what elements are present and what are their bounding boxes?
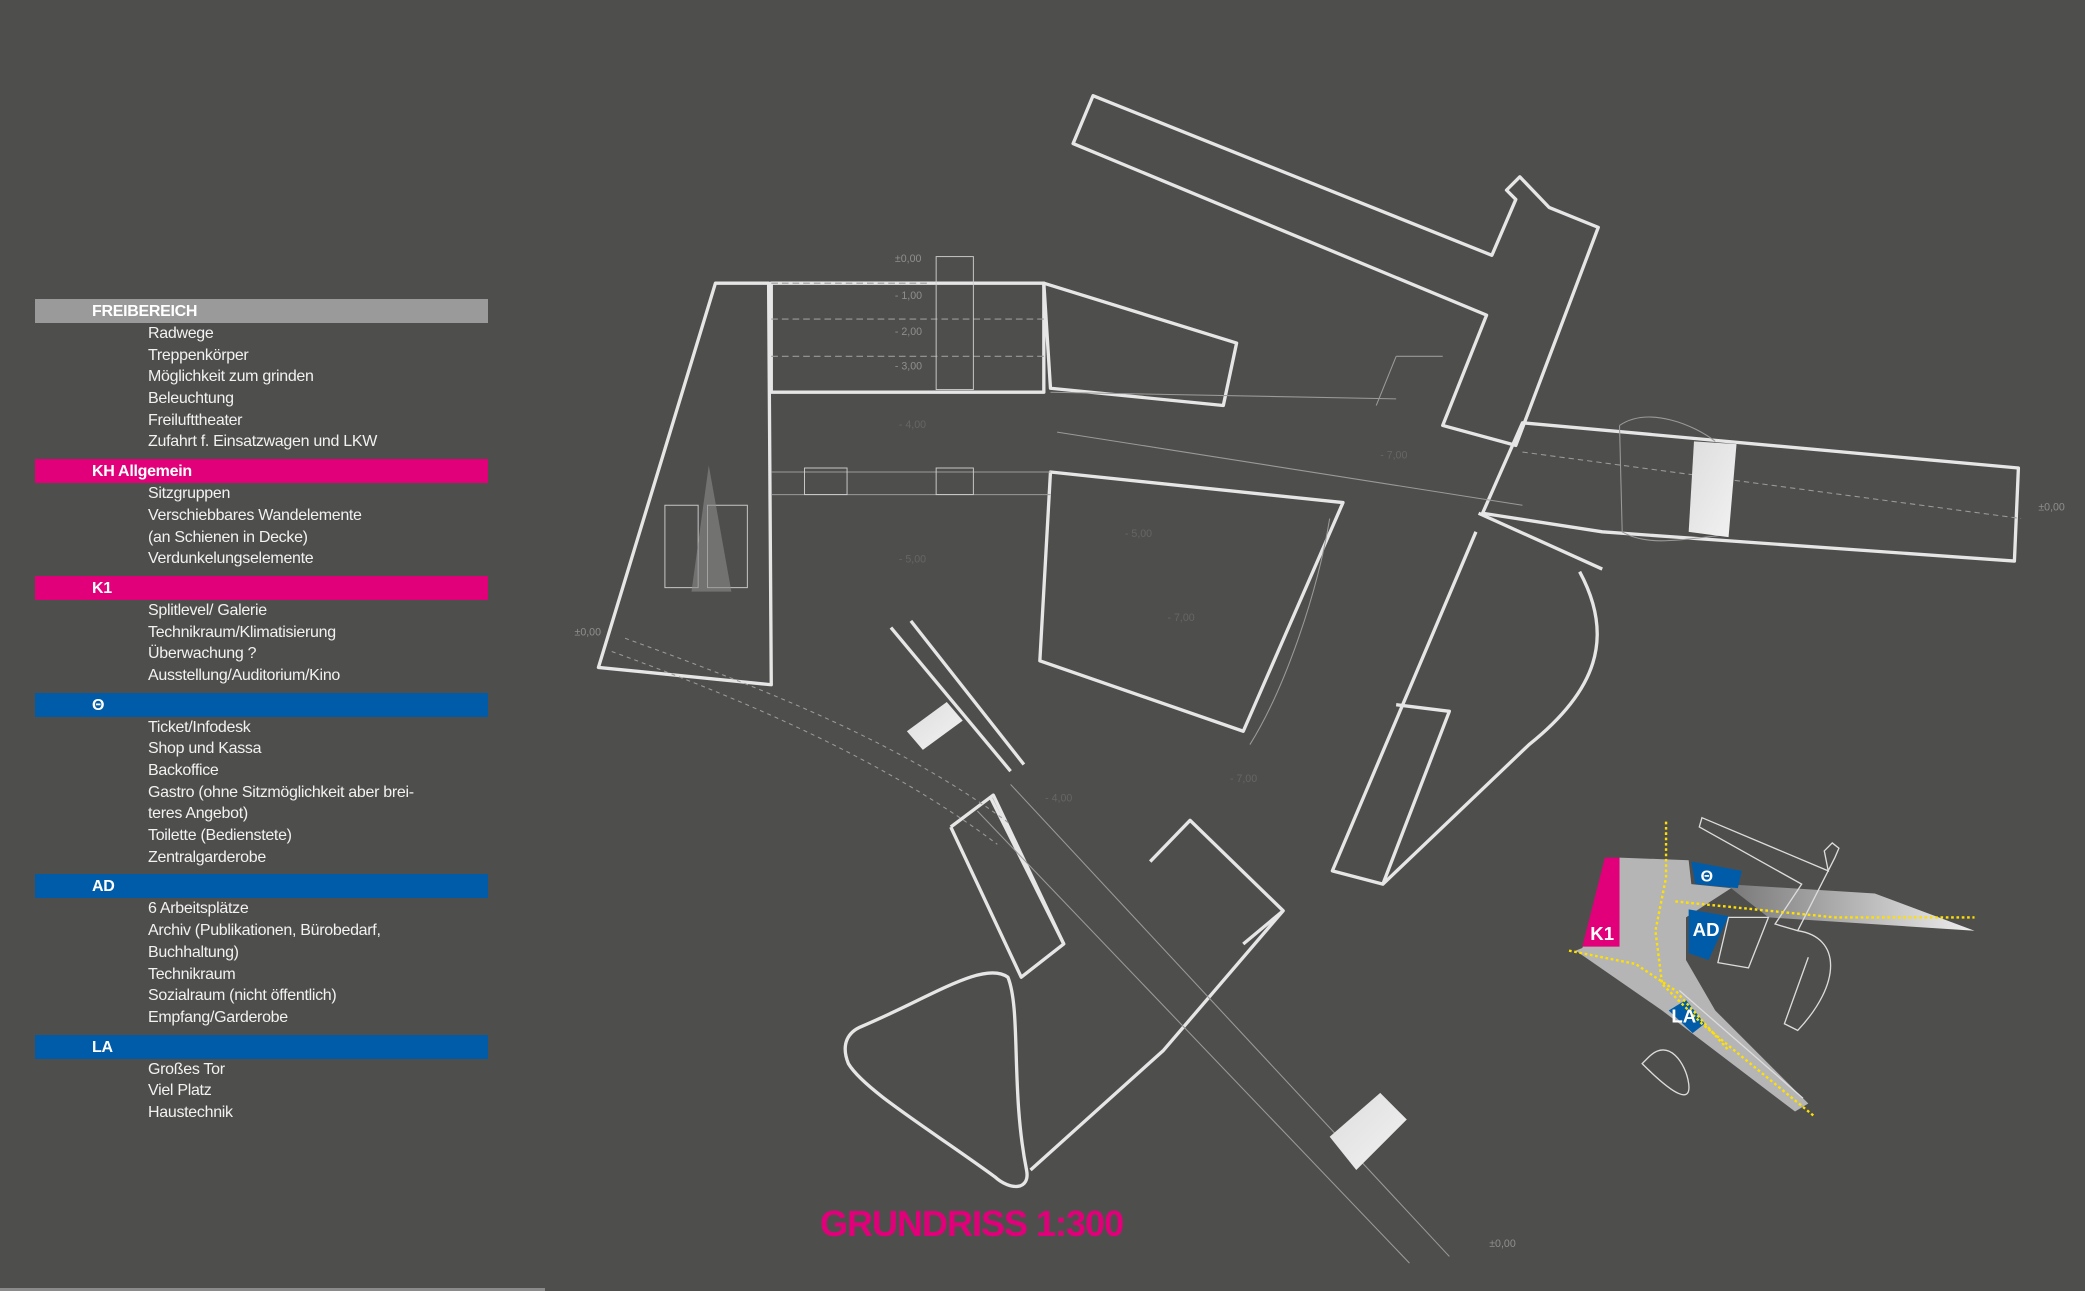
level-label: ±0,00 [2038,502,2065,514]
legend-item: Archiv (Publikationen, Bürobedarf, [148,922,381,940]
west-passage [906,702,963,750]
minimap: K1 Θ AD LA [1568,816,1975,1118]
legend-item: (an Schienen in Decke) [148,528,308,546]
minimap-theta [1691,861,1742,889]
bottom-border [0,1288,545,1291]
south-edge [1029,909,1285,1172]
legend-item: Verschiebbares Wandelemente [148,506,362,524]
k1-auditorium-outline [596,281,773,687]
minimap-la-label: LA [1671,1005,1696,1026]
legend-section-header: FREIBEREICH [35,299,488,323]
legend-item: Sitzgruppen [148,485,231,503]
north-wing-outline [1071,94,1600,448]
legend-item: Treppenkörper [148,346,249,364]
legend-item: Splitlevel/ Galerie [148,601,267,619]
level-label: - 7,00 [1167,612,1194,624]
level-label: - 7,00 [1230,773,1257,785]
legend-item: Backoffice [148,762,219,779]
legend-item: Ticket/Infodesk [148,718,251,736]
minimap-ad-label: AD [1693,919,1720,940]
south-block [1148,818,1285,946]
legend-item: teres Angebot) [148,805,248,823]
legend-item: Technikraum [148,965,236,983]
legend-section-header: KH Allgemein [35,459,488,484]
legend-item: Technikraum/Klimatisierung [148,623,336,641]
level-label: - 1,00 [895,290,922,302]
legend-item: Empfang/Garderobe [148,1008,288,1026]
legend-item: 6 Arbeitsplätze [148,900,249,918]
auditorium-projection [691,465,732,592]
legend-item: Verdunkelungselemente [148,550,314,568]
plan-title: GRUNDRISS 1:300 [820,1203,1124,1244]
level-label: ±0,00 [1489,1238,1516,1250]
level-label: - 2,00 [895,326,922,338]
legend-section-header: K1 [35,575,488,600]
legend-item: Möglichkeit zum grinden [148,368,314,386]
corridor-passage [1329,1092,1407,1171]
legend-item: Überwachung ? [148,645,257,663]
level-label: - 5,00 [899,553,926,565]
minimap-k1 [1582,857,1620,947]
corridor-wall-b [889,626,1012,773]
level-label: - 4,00 [1045,793,1072,805]
level-label: - 4,00 [899,419,926,431]
nw-edge [1381,703,1452,885]
legend-item: Buchhaltung) [148,943,239,961]
minimap-k1-label: K1 [1590,923,1614,944]
level-label: ±0,00 [895,253,922,265]
legend-section-header: LA [35,1034,488,1059]
legend-item: Zufahrt f. Einsatzwagen und LKW [148,433,378,451]
legend-item: Beleuchtung [148,390,234,408]
legend-item: Ausstellung/Auditorium/Kino [148,666,341,684]
east-curve [1330,531,1599,886]
minimap-la [1668,999,1705,1034]
legend-item: Gastro (ohne Sitzmöglichkeit aber brei- [148,783,414,801]
level-label: - 3,00 [895,361,922,373]
level-label: - 7,00 [1380,450,1407,462]
theta-block-outline [1042,281,1239,408]
east-curved-outline [1477,511,1603,571]
legend-item: Viel Platz [148,1082,212,1100]
level-label: - 5,00 [1125,528,1152,540]
legend-item: Shop und Kassa [148,740,262,758]
bridge-outline [1480,421,2021,563]
legend-item: Toilette (Bedienstete) [148,827,292,845]
legend-item: Haustechnik [148,1103,233,1121]
corridor-wall-a [909,619,1026,766]
legend-item: Sozialraum (nicht öffentlich) [148,987,337,1005]
legend-item: Zentralgarderobe [148,848,266,866]
ad-block-outline [1038,470,1345,733]
legend-item: Freilufttheater [148,411,243,429]
stair-block-outline [769,281,1046,394]
legend-item: Großes Tor [148,1060,225,1078]
triangle-island [843,971,1029,1188]
legend-section-header: AD [35,874,488,899]
minimap-ad [1688,909,1729,960]
corridor-box [949,793,1066,979]
level-label: ±0,00 [574,627,601,639]
bridge-passage [1688,441,1737,538]
legend-item: Radwege [148,325,214,342]
legend-section-header: Θ [35,692,488,717]
minimap-theta-label: Θ [1701,868,1713,885]
